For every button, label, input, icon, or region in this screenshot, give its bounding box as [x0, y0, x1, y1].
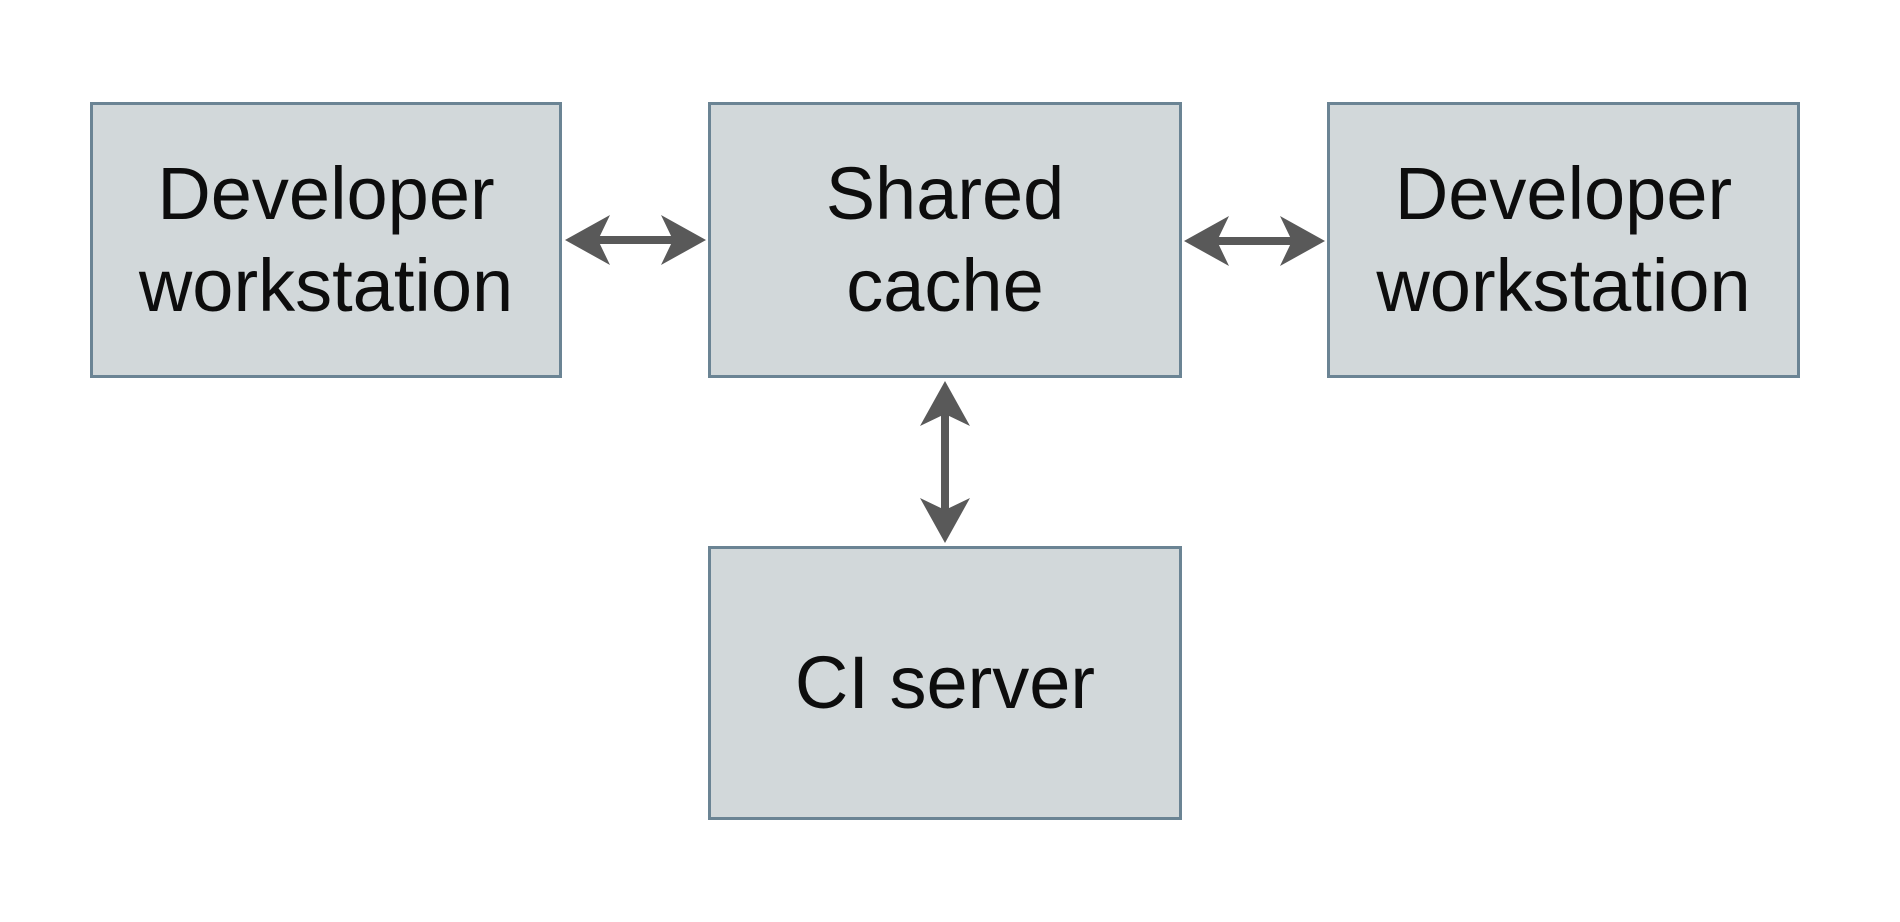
node-shared-cache: Shared cache [708, 102, 1182, 378]
node-developer-workstation-left: Developer workstation [90, 102, 562, 378]
node-developer-workstation-right: Developer workstation [1327, 102, 1800, 378]
arrow-devleft-cache-icon [565, 215, 706, 265]
arrow-cache-ciserver-icon [920, 381, 970, 543]
arrow-cache-devright-icon [1184, 216, 1325, 266]
node-ci-server: CI server [708, 546, 1182, 820]
node-developer-workstation-right-label: Developer workstation [1376, 152, 1751, 327]
node-ci-server-label: CI server [794, 641, 1096, 725]
node-shared-cache-label: Shared cache [825, 152, 1065, 327]
node-developer-workstation-left-label: Developer workstation [138, 152, 514, 327]
